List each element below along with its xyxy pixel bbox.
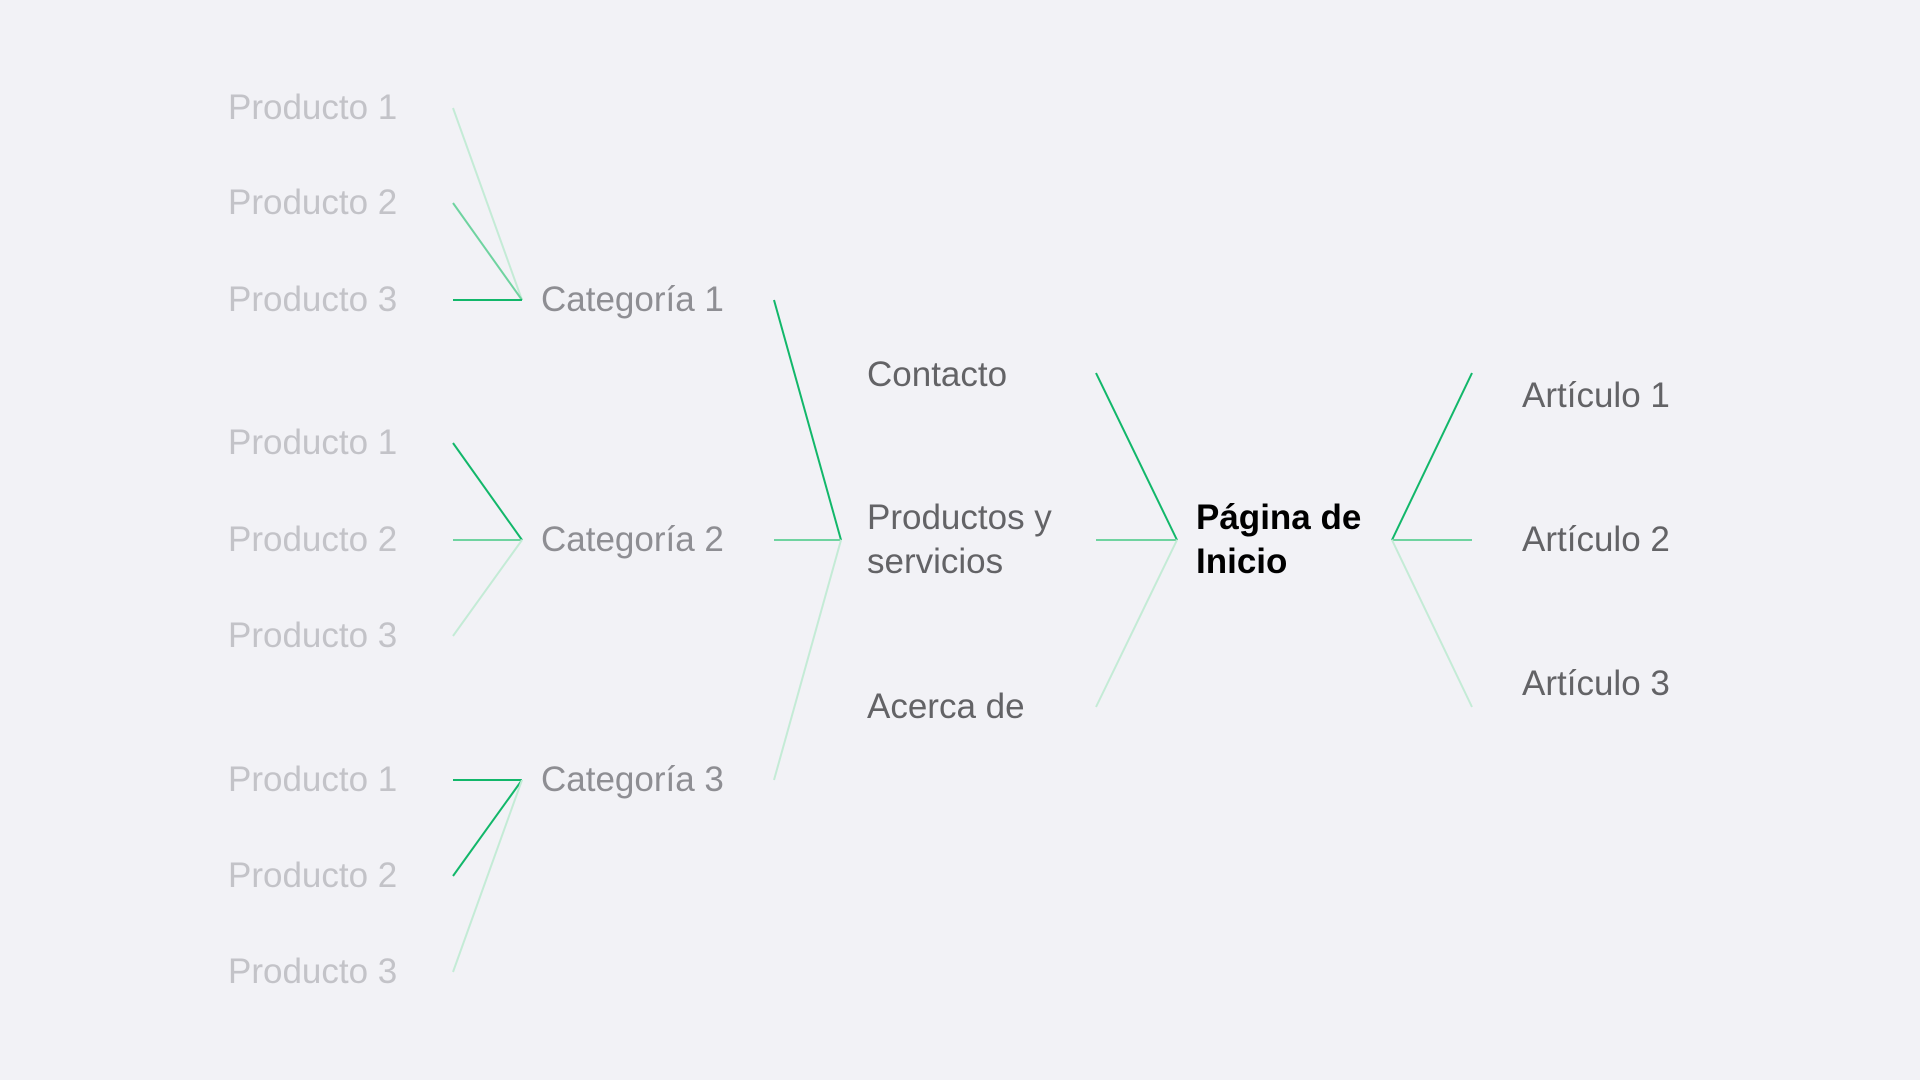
node-product: Producto 1 [228,423,398,462]
node-contact: Contacto [867,355,1008,394]
node-home-line1: Página de [1196,498,1362,537]
node-home-line2: Inicio [1196,542,1288,581]
node-products-services-line1: Productos y [867,498,1052,537]
node-category-1: Categoría 1 [541,280,724,319]
node-article-3: Artículo 3 [1522,664,1670,703]
node-category-3: Categoría 3 [541,760,724,799]
node-product: Producto 1 [228,88,398,127]
link-p2-cat1 [452,202,523,301]
link-about-home [1095,539,1178,708]
node-article-1: Artículo 1 [1522,376,1670,415]
node-products-services-line2: servicios [867,542,1004,581]
link-home-art3 [1391,539,1473,708]
node-product: Producto 2 [228,856,398,895]
node-product: Producto 1 [228,760,398,799]
node-category-2: Categoría 2 [541,520,724,559]
node-product: Producto 2 [228,520,398,559]
node-home: Página de Inicio [1196,496,1361,584]
link-p1-cat1 [452,107,523,301]
node-product: Producto 3 [228,952,398,991]
node-article-2: Artículo 2 [1522,520,1670,559]
link-p1-cat2 [452,442,523,541]
link-home-art1 [1391,372,1473,541]
node-about: Acerca de [867,687,1025,726]
link-p3-cat2 [452,539,523,637]
link-p3-cat3 [452,779,523,973]
link-p2-cat3 [452,779,523,877]
link-contact-home [1095,372,1178,541]
node-products-services: Productos y servicios [867,496,1052,584]
node-product: Producto 2 [228,183,398,222]
node-product: Producto 3 [228,280,398,319]
link-cat1-products [773,299,842,541]
node-product: Producto 3 [228,616,398,655]
link-cat3-products [773,539,842,781]
